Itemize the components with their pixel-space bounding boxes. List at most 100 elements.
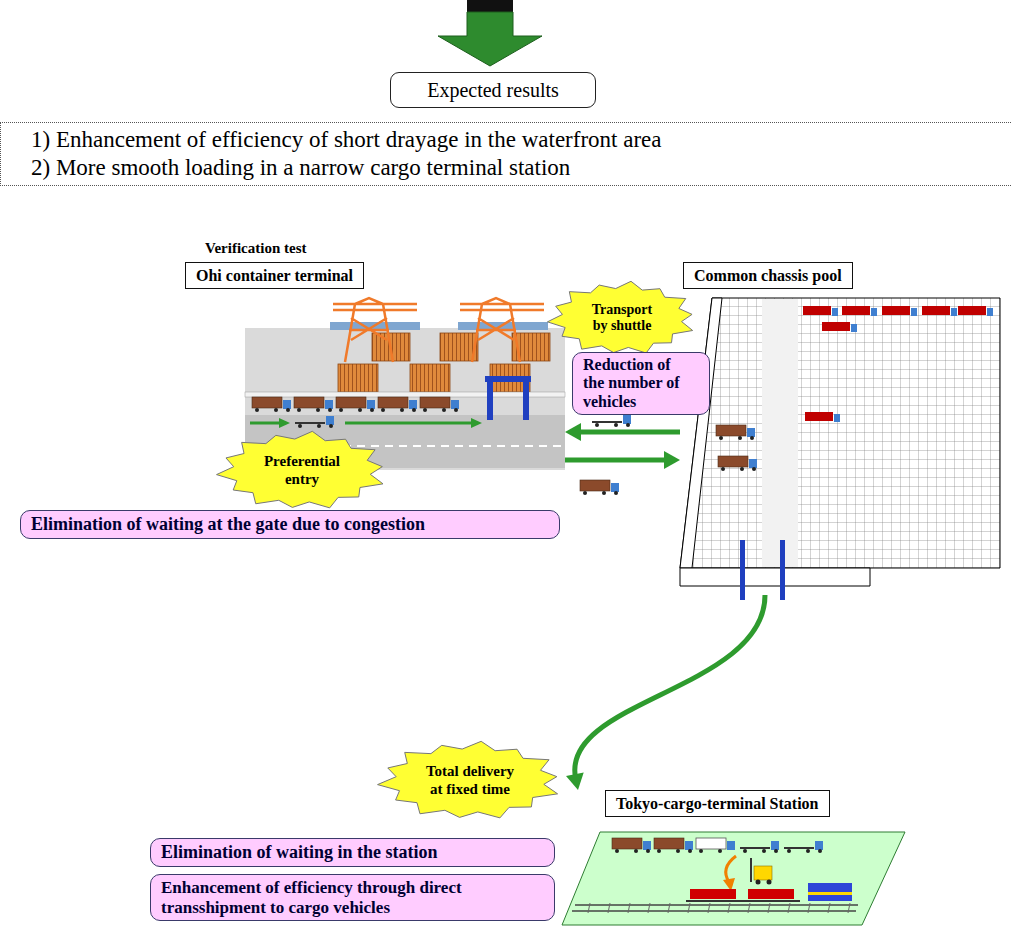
chassis-pool-illustration [780, 540, 785, 600]
ohi-terminal-illustration [487, 378, 493, 420]
result-item: 1) Enhancement of efficiency of short dr… [31, 126, 1001, 154]
ohi-terminal-illustration [250, 422, 280, 425]
cargo-station-illustration [748, 889, 794, 899]
ohi-terminal-illustration [471, 418, 482, 428]
ohi-terminal-illustration [333, 298, 417, 362]
cargo-station-illustration [808, 892, 852, 895]
ohi-terminal-illustration [523, 378, 529, 420]
cargo-station-illustration [718, 849, 722, 853]
result-arrow [438, 0, 542, 66]
ohi-terminal-illustration [378, 397, 417, 412]
chassis-pool-illustration [740, 540, 745, 600]
chassis-pool-illustration [680, 298, 1000, 568]
chassis-pool-illustration [958, 306, 993, 316]
ohi-terminal-illustration [245, 392, 565, 397]
cargo-station-illustration [808, 883, 852, 901]
cargo-station-illustration [699, 849, 703, 853]
result-item: 2) More smooth loading in a narrow cargo… [31, 154, 1001, 182]
cargo-station-illustration [686, 900, 800, 902]
cargo-station-illustration [754, 866, 772, 880]
ohi-terminal-illustration [420, 397, 459, 412]
cargo-station-illustration [740, 841, 779, 853]
arrow-head [565, 423, 581, 441]
starburst-outline [217, 431, 383, 508]
ohi-terminal-illustration [410, 364, 450, 392]
effect-box: Elimination of waiting at the gate due t… [20, 510, 560, 539]
starburst-callout: Transport by shuttle [547, 281, 697, 355]
chassis-pool-illustration [803, 306, 838, 316]
callout-text: Total delivery at fixed time [421, 763, 519, 798]
chassis-pool-illustration [822, 322, 857, 332]
ohi-terminal-illustration [460, 298, 544, 362]
arrow-head [664, 451, 680, 469]
chassis-pool-illustration [716, 425, 755, 440]
cargo-station-illustration [756, 880, 761, 885]
chassis-pool-illustration [762, 299, 798, 567]
ohi-terminal-illustration [295, 416, 334, 428]
area-label: Tokyo-cargo-terminal Station [605, 790, 830, 817]
flow-arrow [566, 595, 765, 790]
starburst-callout: Preferential entry [216, 431, 388, 510]
heading-box: Expected results [390, 72, 596, 108]
cargo-station-illustration [696, 838, 726, 849]
station-area: Tokyo-cargo-terminal Station [560, 790, 905, 927]
heading-text: Expected results [421, 78, 565, 102]
starburst-outline [547, 281, 692, 353]
ohi-terminal-illustration [294, 397, 333, 412]
result-arrow [438, 12, 542, 66]
effect-box: Elimination of waiting in the station [150, 838, 555, 867]
cargo-station-illustration [767, 880, 772, 885]
cargo-station-illustration [575, 904, 858, 906]
chassis-pool-illustration [842, 306, 877, 316]
callout-text: Preferential entry [257, 453, 347, 488]
cargo-station-illustration [562, 832, 905, 925]
ohi-terminal-illustration [252, 397, 291, 412]
effect-box: Reduction of the number of vehicles [572, 352, 710, 415]
ohi-terminal-illustration [345, 422, 472, 425]
section-label: Verification test [205, 240, 307, 257]
cargo-station-illustration [572, 910, 856, 912]
chassis-pool-illustration [882, 306, 917, 316]
effect-text: Enhancement of efficiency through direct… [161, 878, 544, 917]
ohi-terminal-illustration [336, 397, 375, 412]
flow-line [577, 430, 680, 435]
chassis-pool-illustration [718, 456, 757, 471]
starburst-callout: Total delivery at fixed time [377, 741, 563, 820]
chassis-pool-illustration [680, 298, 1000, 600]
callout-text: Transport by shuttle [583, 302, 661, 334]
shuttle-vehicles [592, 415, 631, 427]
area-label: Ohi container terminal [185, 262, 364, 289]
flow-line [575, 595, 765, 778]
flow-arrow [565, 423, 680, 441]
chassis-pool-illustration [805, 412, 840, 422]
cargo-station-illustration [784, 841, 823, 853]
flow-line [565, 458, 668, 463]
chassis-pool-illustration [922, 306, 957, 316]
shuttle-vehicles [580, 480, 619, 495]
chassis-pool-area: Common chassis pool [680, 262, 1000, 595]
terminal-area: Ohi container terminal [185, 262, 565, 472]
arrow-head [566, 773, 584, 791]
ohi-terminal-illustration [485, 376, 531, 382]
cargo-station-illustration [654, 838, 693, 853]
effect-text: Reduction of the number of vehicles [583, 356, 688, 411]
result-arrow [467, 0, 513, 12]
effect-text: Elimination of waiting in the station [161, 842, 544, 863]
effect-box: Enhancement of efficiency through direct… [150, 874, 555, 921]
area-label: Common chassis pool [683, 262, 853, 289]
cargo-station-illustration [588, 903, 850, 913]
cargo-station-illustration [750, 858, 752, 882]
cargo-station-illustration [562, 832, 905, 925]
cargo-station-illustration [690, 889, 736, 899]
starburst-outline [378, 741, 558, 818]
results-panel: 1) Enhancement of efficiency of short dr… [0, 122, 1011, 186]
ohi-terminal-illustration [338, 364, 378, 392]
chassis-pool-illustration [680, 568, 870, 586]
shuttle-vehicles [580, 415, 631, 495]
flow-arrow [565, 451, 680, 469]
ohi-terminal-illustration [279, 418, 290, 428]
cargo-station-illustration [727, 841, 735, 850]
effect-text: Elimination of waiting at the gate due t… [31, 514, 549, 535]
cargo-station-illustration [612, 838, 651, 853]
